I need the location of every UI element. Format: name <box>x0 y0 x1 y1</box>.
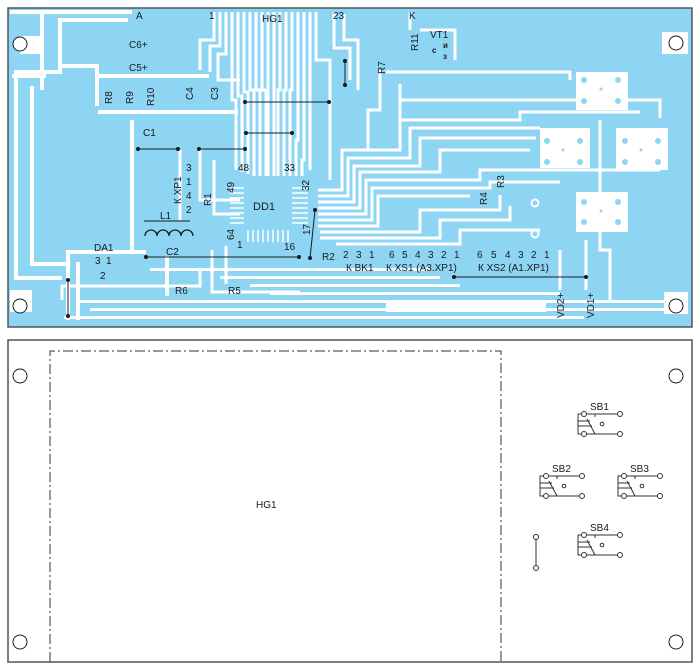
label-vd1: VD1+ <box>586 293 597 318</box>
xs2-pin: 6 <box>477 250 483 261</box>
switch-label: SB4 <box>590 523 609 534</box>
label-xp1-3: 3 <box>186 163 192 174</box>
label-c6: C6+ <box>129 40 148 51</box>
bk1-pin: 2 <box>343 250 349 261</box>
mounting-hole <box>668 368 684 384</box>
label-pin1: 1 <box>237 240 243 251</box>
switch-footprints <box>530 75 663 239</box>
label-pin17: 17 <box>302 223 313 235</box>
switch-sb3: SB3 <box>617 464 663 499</box>
xs2-pin: 3 <box>518 250 524 261</box>
label-da1-2: 2 <box>100 271 106 282</box>
label-r11: R11 <box>410 33 421 51</box>
label-r5: R5 <box>228 286 241 297</box>
label-xp1-1: 1 <box>186 177 192 188</box>
mounting-hole <box>12 36 28 52</box>
label-k-xs2: К XS2 (A1.XP1) <box>478 263 549 274</box>
label-pin33: 33 <box>284 163 296 174</box>
xs1-pin: 3 <box>428 250 434 261</box>
label-l1: L1 <box>160 211 172 222</box>
label-r4: R4 <box>479 192 490 205</box>
xs1-pin: 2 <box>441 250 447 261</box>
jumper-bottom <box>533 534 539 571</box>
board-outline-bottom <box>7 339 693 663</box>
label-a: A <box>136 11 143 22</box>
label-vd2: VD2+ <box>556 293 567 318</box>
label-k-xs1: К XS1 (A3.XP1) <box>386 263 457 274</box>
label-vt1-c: с <box>432 46 437 55</box>
label-pin32: 32 <box>301 179 312 191</box>
label-pin23: 23 <box>333 11 345 22</box>
label-r6: R6 <box>175 286 188 297</box>
switch-label: SB3 <box>630 464 649 475</box>
label-k-bk1: К BK1 <box>346 263 374 274</box>
switch-sb2: SB2 <box>539 464 585 499</box>
label-pin16: 16 <box>284 242 296 253</box>
signal-traces <box>60 12 662 300</box>
label-xp1-2: 2 <box>186 205 192 216</box>
label-r1: R1 <box>203 193 214 206</box>
bottom-board: HG1 <box>7 339 693 663</box>
xs1-pin: 4 <box>415 250 421 261</box>
label-k: K <box>409 11 416 22</box>
component-labels: A 1 HG1 23 K C6+ C5+ R8 R9 R10 C4 C3 R11… <box>94 11 597 318</box>
switch-sb1: SB1 <box>577 402 623 437</box>
hg1-display-outline <box>49 350 502 662</box>
label-c3: C3 <box>210 87 221 100</box>
jumper-wires <box>66 59 588 318</box>
xs2-pin: 4 <box>505 250 511 261</box>
label-r2: R2 <box>322 252 335 263</box>
label-r3: R3 <box>496 175 507 188</box>
switch-label: SB2 <box>552 464 571 475</box>
label-pin64: 64 <box>226 228 237 240</box>
inductor-l1-symbol <box>144 220 194 237</box>
label-vt1-z: з <box>443 52 447 61</box>
xs1-pin: 5 <box>402 250 408 261</box>
mounting-hole <box>668 35 684 51</box>
label-da1: DA1 <box>94 243 114 254</box>
xs1-pin: 1 <box>454 250 460 261</box>
label-r7: R7 <box>377 61 388 74</box>
label-r8: R8 <box>104 91 115 104</box>
bk1-pin: 3 <box>356 250 362 261</box>
label-dd1: DD1 <box>253 201 275 213</box>
label-r9: R9 <box>125 91 136 104</box>
switch-sb4: SB4 <box>577 523 623 558</box>
mounting-hole <box>12 634 28 650</box>
mounting-hole <box>12 368 28 384</box>
xs2-pin: 2 <box>531 250 537 261</box>
label-pin48: 48 <box>238 163 250 174</box>
mounting-hole <box>668 298 684 314</box>
xs2-pin: 1 <box>544 250 550 261</box>
label-xp1-4: 4 <box>186 191 192 202</box>
label-hg1: HG1 <box>262 14 283 25</box>
label-pin49: 49 <box>226 181 237 193</box>
label-da1-3: 3 <box>95 256 101 267</box>
label-c5: C5+ <box>129 63 148 74</box>
xs1-pin: 6 <box>389 250 395 261</box>
top-board: A 1 HG1 23 K C6+ C5+ R8 R9 R10 C4 C3 R11… <box>7 7 693 328</box>
label-da1-1: 1 <box>106 256 112 267</box>
bk1-pin: 1 <box>369 250 375 261</box>
label-r10: R10 <box>146 87 157 106</box>
label-c2: C2 <box>166 247 179 258</box>
switch-label: SB1 <box>590 402 609 413</box>
dd1-pins <box>230 187 308 242</box>
label-vt1-i: и <box>443 41 448 50</box>
label-c1: C1 <box>143 128 156 139</box>
mounting-hole <box>12 298 28 314</box>
label-c4: C4 <box>185 87 196 100</box>
xs2-pin: 5 <box>491 250 497 261</box>
dd1-chip-pad <box>244 182 292 230</box>
label-k-xp1: К XP1 <box>173 176 184 204</box>
mounting-hole <box>668 634 684 650</box>
label-hg1-pin1: 1 <box>209 11 215 22</box>
label-vt1: VT1 <box>430 30 449 41</box>
label-hg1-bottom: HG1 <box>256 500 277 511</box>
